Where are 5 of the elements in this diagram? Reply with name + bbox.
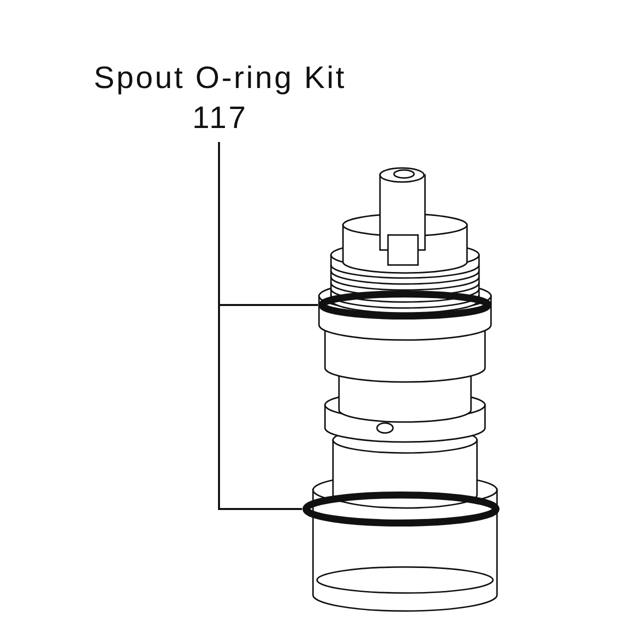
callout-number: 117 (191, 99, 249, 137)
o-ring (302, 491, 500, 527)
part-name: Spout O-ring Kit (92, 59, 348, 97)
o-ring (318, 290, 492, 320)
leader-line (218, 142, 302, 510)
